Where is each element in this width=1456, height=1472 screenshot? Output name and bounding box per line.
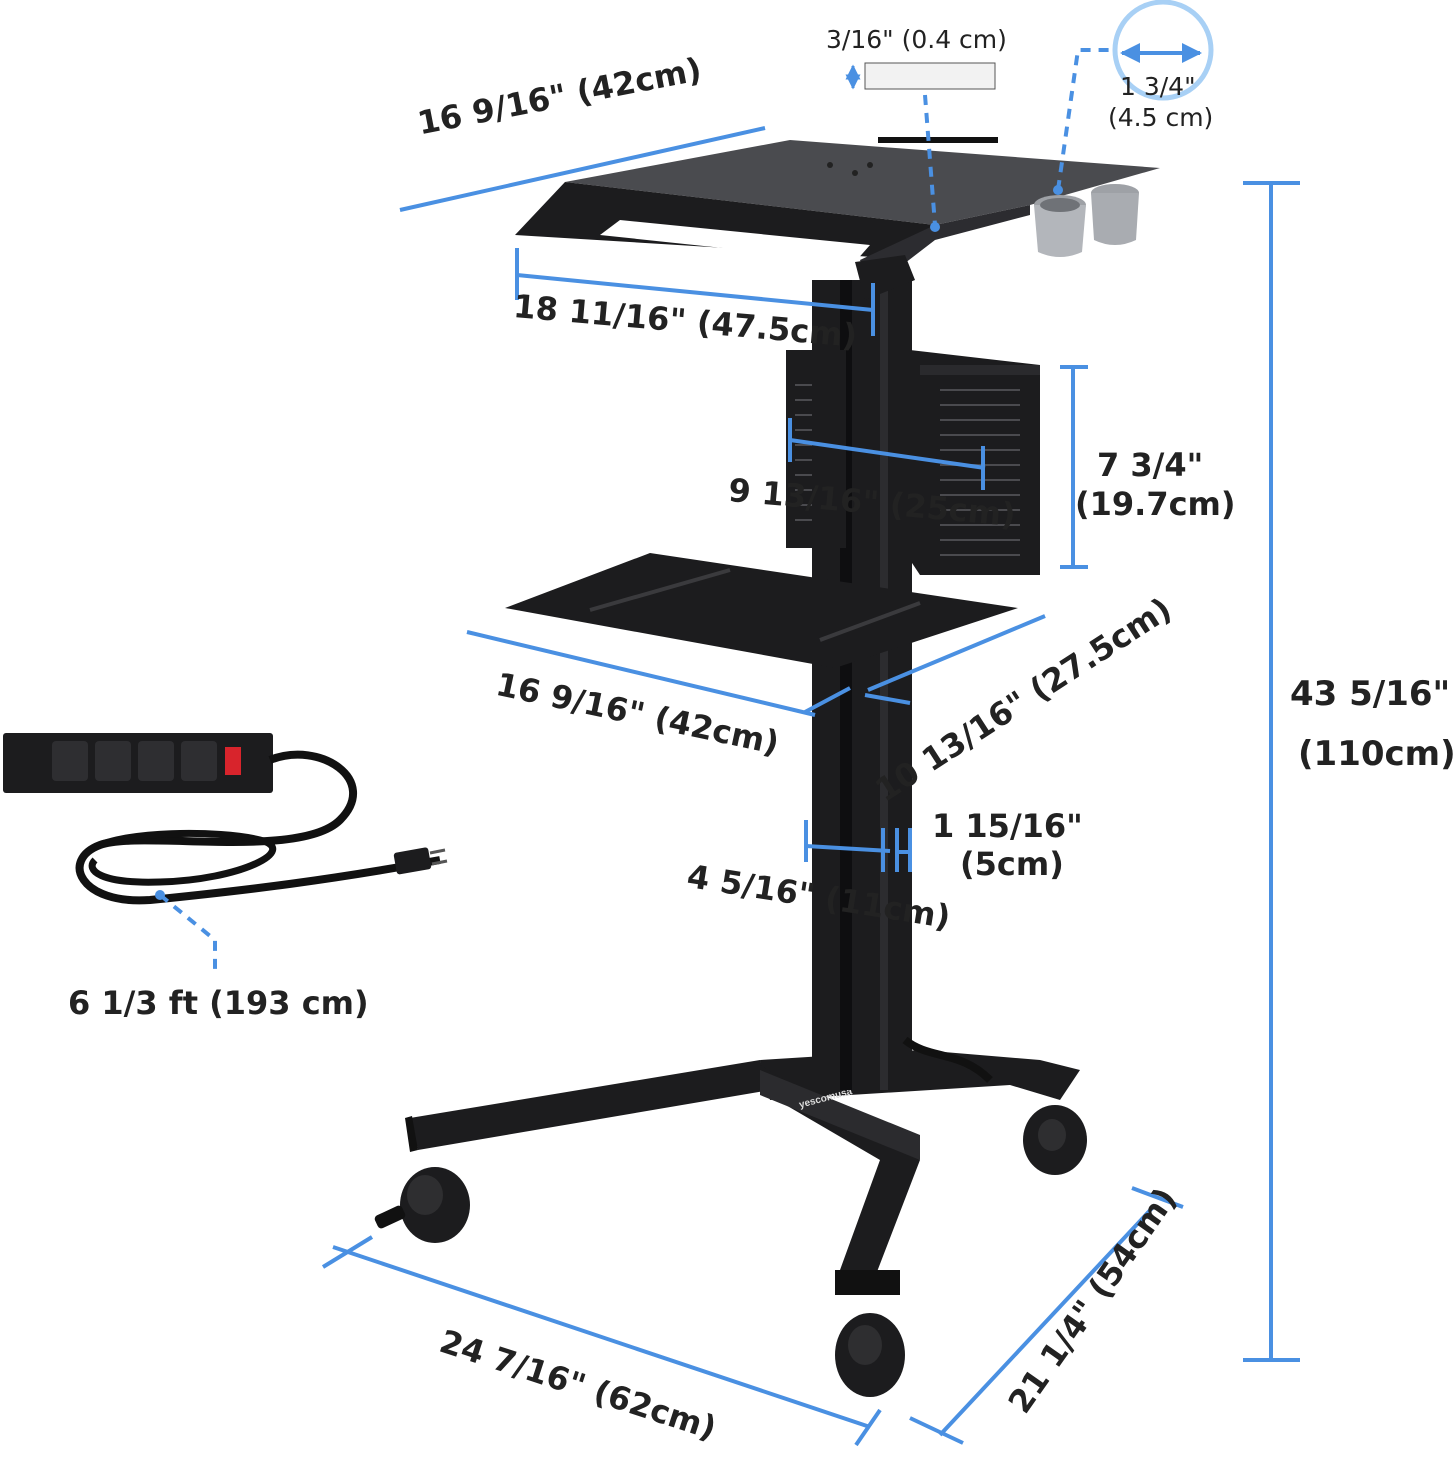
dimension-line-column-width	[805, 844, 891, 853]
dimension-line-shelf-depth	[867, 614, 1046, 692]
cart-base: yescomusa	[405, 1050, 1080, 1295]
caster-wheel-icon	[1023, 1105, 1087, 1175]
dimension-lines	[158, 43, 1300, 1447]
storage-basket-right	[910, 350, 1040, 575]
dimension-line-thickness-leader	[923, 94, 937, 226]
lower-shelf	[505, 553, 1018, 668]
dimension-dots	[155, 185, 1063, 900]
power-strip-icon	[3, 733, 448, 905]
label-column-depth-in: 1 15/16"	[932, 807, 1083, 845]
dimension-line-shelf-width	[466, 630, 816, 717]
dimension-line-base-depth	[938, 1203, 1157, 1437]
dimension-line-basket-width	[789, 438, 986, 470]
cup-holder-icon	[1034, 184, 1139, 257]
cord-length-leader	[158, 893, 217, 975]
label-cup-diameter-cm: (4.5 cm)	[1108, 103, 1214, 132]
label-total-height-in: 43 5/16"	[1290, 674, 1451, 714]
cup-diameter-highlight-ring	[1112, 0, 1214, 101]
dimension-line-base-width	[332, 1245, 871, 1429]
cart-illustration: yescomusa	[374, 137, 1160, 1397]
thickness-plate-icon	[845, 62, 996, 90]
label-total-height-cm: (110cm)	[1298, 734, 1456, 774]
label-cup-diameter-in: 1 3/4"	[1120, 72, 1196, 101]
top-tray	[515, 137, 1160, 300]
storage-basket-left	[786, 350, 846, 548]
label-top-thickness: 3/16" (0.4 cm)	[826, 25, 1007, 54]
caster-wheel-icon	[374, 1167, 470, 1243]
label-basket-height-cm: (19.7cm)	[1075, 485, 1236, 523]
label-cord-length: 6 1/3 ft (193 cm)	[68, 984, 369, 1022]
caster-wheel-icon	[835, 1313, 905, 1397]
label-column-depth-cm: (5cm)	[960, 845, 1064, 883]
label-basket-height-in: 7 3/4"	[1097, 446, 1204, 484]
dimension-line-top-length	[516, 273, 874, 312]
dimension-line-top-width	[399, 126, 766, 212]
